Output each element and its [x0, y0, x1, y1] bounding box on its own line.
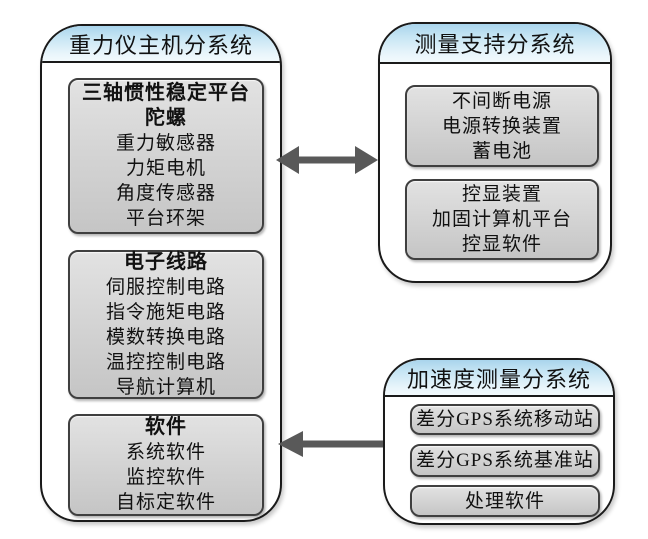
box-item: 指令施矩电路: [105, 301, 226, 323]
power-box: 不间断电源 电源转换装置 蓄电池: [405, 85, 599, 167]
left-arrow-icon: [278, 429, 383, 459]
software-box: 软件 系统软件 监控软件 自标定软件: [68, 414, 264, 516]
electronics-box: 电子线路 伺服控制电路 指令施矩电路 模数转换电路 温控控制电路 导航计算机: [68, 250, 264, 399]
platform-box: 三轴惯性稳定平台 陀螺 重力敏感器 力矩电机 角度传感器 平台环架: [68, 78, 264, 234]
box-header: 陀螺: [145, 107, 187, 129]
box-item: 角度传感器: [115, 183, 216, 204]
box-item: 伺服控制电路: [105, 276, 226, 298]
box-item: 力矩电机: [125, 158, 206, 179]
box-item: 不间断电源: [451, 90, 552, 112]
box-header: 电子线路: [124, 250, 208, 273]
box-item: 自标定软件: [115, 492, 216, 513]
box-item: 监控软件: [125, 467, 206, 488]
box-item: 平台环架: [125, 208, 206, 229]
box-item: 温控控制电路: [105, 351, 226, 373]
panel-gravimeter-main-subsystem: 重力仪主机分系统 三轴惯性稳定平台 陀螺 重力敏感器 力矩电机 角度传感器 平台…: [40, 24, 282, 522]
box-header: 软件: [145, 416, 187, 438]
box-item: 重力敏感器: [115, 133, 216, 154]
box-item: 加固计算机平台: [431, 209, 572, 230]
gps-base-station-box: 差分GPS系统基准站: [410, 444, 600, 477]
box-item: 系统软件: [125, 442, 206, 463]
control-display-box: 控显装置 加固计算机平台 控显软件: [405, 179, 599, 260]
processing-software-box: 处理软件: [410, 485, 600, 517]
box-item: 控显装置: [461, 184, 542, 205]
double-arrow-icon: [276, 144, 378, 176]
box-item: 电源转换装置: [441, 115, 562, 137]
box-item: 蓄电池: [471, 140, 532, 162]
panel-title: 重力仪主机分系统: [42, 26, 280, 63]
box-item: 差分GPS系统基准站: [416, 450, 594, 471]
panel-measurement-support-subsystem: 测量支持分系统 不间断电源 电源转换装置 蓄电池 控显装置 加固计算机平台 控显…: [378, 22, 612, 283]
box-item: 导航计算机: [115, 376, 216, 398]
box-item: 模数转换电路: [105, 326, 226, 348]
box-header: 三轴惯性稳定平台: [82, 82, 250, 104]
box-item: 控显软件: [461, 234, 542, 255]
panel-acceleration-measurement-subsystem: 加速度测量分系统 差分GPS系统移动站 差分GPS系统基准站 处理软件: [383, 358, 615, 525]
box-item: 处理软件: [464, 490, 545, 512]
panel-title: 加速度测量分系统: [385, 360, 613, 397]
box-item: 差分GPS系统移动站: [416, 409, 594, 430]
panel-title: 测量支持分系统: [380, 24, 610, 64]
gps-mobile-station-box: 差分GPS系统移动站: [410, 404, 600, 435]
